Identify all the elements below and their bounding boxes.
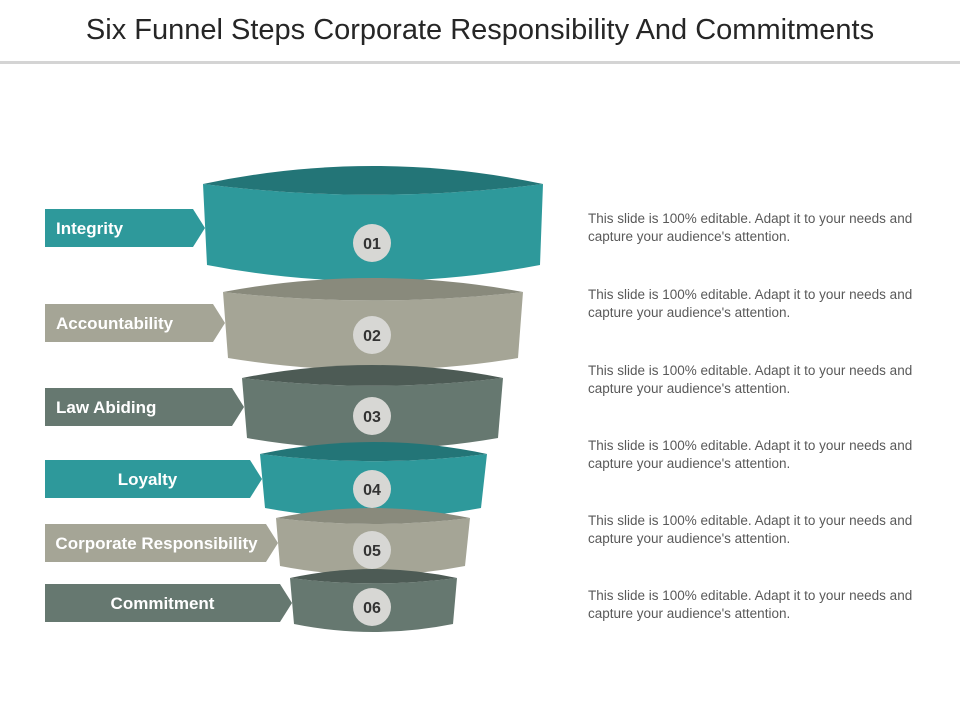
step-description-06: This slide is 100% editable. Adapt it to… bbox=[588, 588, 913, 621]
step-label-tab bbox=[45, 388, 244, 426]
step-number-badge bbox=[353, 470, 391, 508]
step-label-tab bbox=[45, 460, 262, 498]
funnel-step-04[interactable]: Loyalty 04 bbox=[45, 442, 487, 518]
funnel-step-02[interactable]: Accountability 02 bbox=[45, 278, 523, 370]
funnel-step-01[interactable]: Integrity 01 bbox=[45, 166, 543, 281]
step-description-05: This slide is 100% editable. Adapt it to… bbox=[588, 513, 913, 546]
step-number: 06 bbox=[363, 600, 381, 617]
step-number-badge bbox=[353, 224, 391, 262]
step-label: Loyalty bbox=[118, 470, 178, 489]
title-divider bbox=[0, 61, 960, 64]
step-description-01: This slide is 100% editable. Adapt it to… bbox=[588, 211, 913, 244]
funnel-step-03[interactable]: Law Abiding 03 bbox=[45, 365, 503, 449]
step-label-tab bbox=[45, 524, 278, 562]
funnel-band-rim bbox=[223, 278, 523, 301]
funnel-step-05[interactable]: Corporate Responsibility 05 bbox=[45, 508, 470, 575]
funnel-band-rim bbox=[290, 569, 457, 584]
step-number: 03 bbox=[363, 409, 381, 426]
funnel-band-rim bbox=[203, 166, 543, 195]
step-description-04: This slide is 100% editable. Adapt it to… bbox=[588, 438, 913, 471]
step-number-badge bbox=[353, 397, 391, 435]
step-label-tab bbox=[45, 304, 225, 342]
step-number: 01 bbox=[363, 236, 381, 253]
step-description-02: This slide is 100% editable. Adapt it to… bbox=[588, 287, 913, 320]
step-number-badge bbox=[353, 588, 391, 626]
page-title: Six Funnel Steps Corporate Responsibilit… bbox=[85, 14, 875, 46]
step-description-03: This slide is 100% editable. Adapt it to… bbox=[588, 363, 913, 396]
step-label: Accountability bbox=[56, 314, 174, 333]
step-number-badge bbox=[353, 531, 391, 569]
step-label-tab bbox=[45, 209, 205, 247]
step-label: Corporate Responsibility bbox=[55, 534, 258, 553]
funnel-step-06[interactable]: Commitment 06 bbox=[45, 569, 457, 632]
step-number: 04 bbox=[363, 482, 381, 499]
funnel-band-rim bbox=[276, 508, 470, 524]
funnel-band-rim bbox=[260, 442, 487, 462]
step-number: 02 bbox=[363, 328, 381, 345]
funnel-band-rim bbox=[242, 365, 503, 386]
step-label: Law Abiding bbox=[56, 398, 156, 417]
step-label-tab bbox=[45, 584, 292, 622]
step-number-badge bbox=[353, 316, 391, 354]
step-label: Commitment bbox=[111, 594, 215, 613]
step-label: Integrity bbox=[56, 219, 124, 238]
step-number: 05 bbox=[363, 543, 381, 560]
